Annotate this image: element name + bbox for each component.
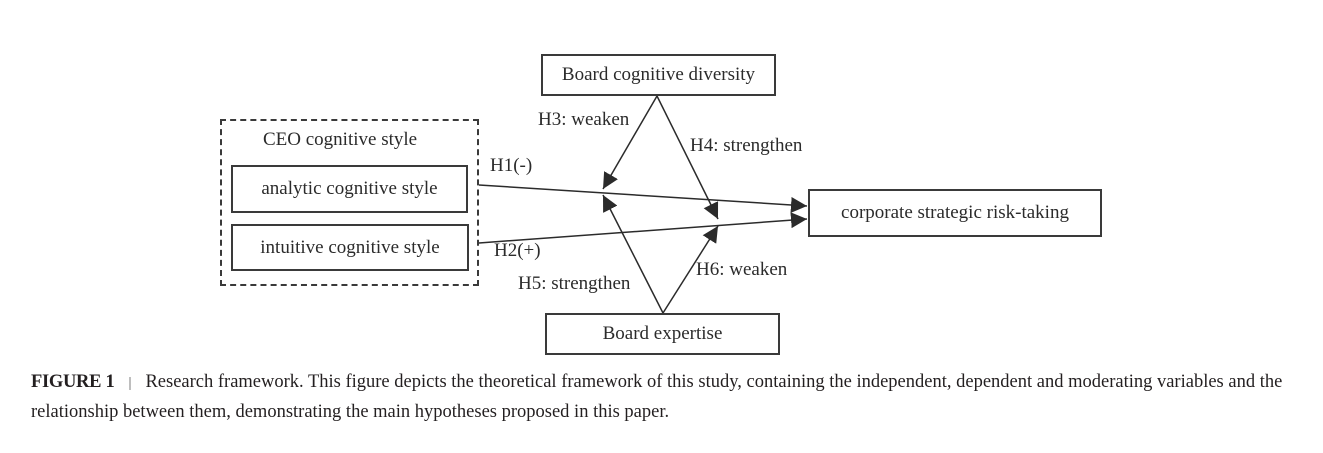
edge-h1 bbox=[478, 184, 808, 213]
label-h5: H5: strengthen bbox=[518, 273, 631, 294]
label-h3: H3: weaken bbox=[538, 109, 630, 130]
edge-h4 bbox=[656, 95, 719, 220]
node-analytic-cognitive-style: analytic cognitive style bbox=[231, 165, 468, 213]
label-h1: H1(-) bbox=[490, 155, 533, 176]
ceo-cognitive-style-group bbox=[220, 119, 479, 286]
caption-separator: | bbox=[128, 375, 132, 391]
label-h6: H6: weaken bbox=[696, 259, 788, 280]
label-h2: H2(+) bbox=[494, 240, 541, 261]
group-title: CEO cognitive style bbox=[263, 129, 418, 150]
node-board-cognitive-diversity: Board cognitive diversity bbox=[541, 54, 776, 96]
edge-h5 bbox=[602, 194, 664, 314]
framework-diagram bbox=[478, 95, 808, 314]
caption-text: Research framework. This figure depicts … bbox=[31, 372, 1283, 422]
edge-h2 bbox=[478, 212, 808, 244]
edge-h6 bbox=[662, 225, 719, 314]
edge-h3 bbox=[602, 95, 658, 190]
node-board-expertise: Board expertise bbox=[545, 313, 780, 355]
label-h4: H4: strengthen bbox=[690, 135, 803, 156]
node-corporate-strategic-risk-taking: corporate strategic risk-taking bbox=[808, 189, 1102, 237]
figure-caption: FIGURE 1 |Research framework. This figure… bbox=[31, 368, 1301, 427]
node-intuitive-cognitive-style: intuitive cognitive style bbox=[231, 224, 469, 271]
figure-label: FIGURE 1 bbox=[31, 372, 115, 392]
